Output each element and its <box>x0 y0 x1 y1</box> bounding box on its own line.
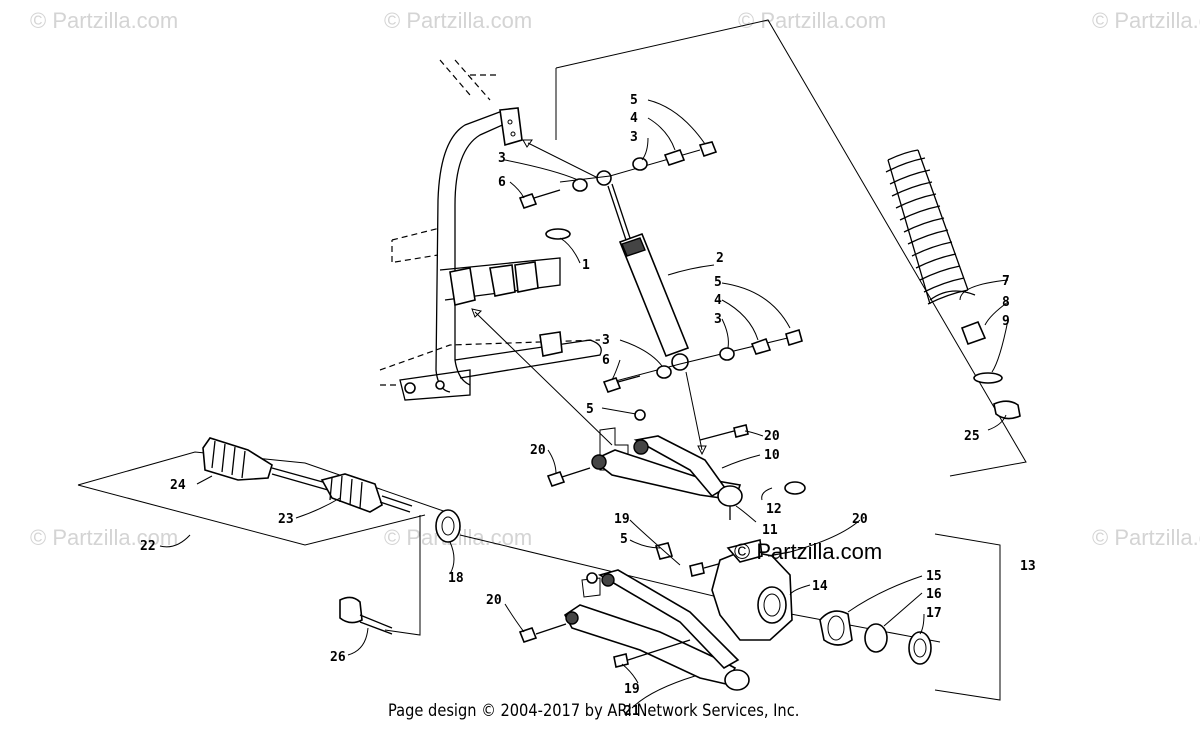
bushing-washer <box>719 347 735 361</box>
callout-3: 3 <box>714 312 722 327</box>
lock-nut <box>698 141 718 158</box>
callout-18: 18 <box>448 571 464 586</box>
callout-5: 5 <box>714 275 722 290</box>
callout-6: 6 <box>498 175 506 190</box>
callout-3: 3 <box>498 151 506 166</box>
spring-collar <box>960 320 987 346</box>
assembly-bracket <box>934 533 1001 701</box>
callout-26: 26 <box>330 650 346 665</box>
callout-4: 4 <box>630 111 638 126</box>
leader-arrow <box>474 311 613 446</box>
steering-knuckle <box>711 539 793 641</box>
watermark: © Partzilla.com <box>1092 525 1200 550</box>
spring-seat <box>993 400 1021 420</box>
lower-a-arm <box>518 542 750 691</box>
callout-5: 5 <box>586 402 594 417</box>
spacer <box>750 337 772 355</box>
spacer <box>663 149 686 166</box>
callout-21: 21 <box>624 704 640 719</box>
callout-20: 20 <box>764 429 780 444</box>
watermark: © Partzilla.com <box>738 8 887 33</box>
callout-14: 14 <box>812 579 828 594</box>
callout-16: 16 <box>926 587 942 602</box>
callout-10: 10 <box>764 448 780 463</box>
upper-a-arm <box>546 409 806 520</box>
callout-24: 24 <box>170 478 186 493</box>
callout-11: 11 <box>762 523 778 538</box>
callout-22: 22 <box>140 539 156 554</box>
callout-labels: 1 2 5 4 3 3 6 5 4 3 3 6 5 20 20 10 12 11… <box>140 93 1036 719</box>
plate-washer <box>545 228 571 240</box>
callout-4: 4 <box>714 293 722 308</box>
callout-5: 5 <box>620 532 628 547</box>
snap-ring <box>864 623 888 653</box>
wheel-bearing <box>819 610 853 646</box>
shock-group-outline <box>555 19 1027 477</box>
pivot-bolt-head <box>339 596 363 624</box>
page-footer: Page design © 2004-2017 by ARI Network S… <box>388 701 800 721</box>
watermark: © Partzilla.com <box>30 525 179 550</box>
snap-ring <box>784 481 806 495</box>
leader-arrow <box>527 142 599 179</box>
callout-3: 3 <box>602 333 610 348</box>
callout-3: 3 <box>630 130 638 145</box>
callout-9: 9 <box>1002 314 1010 329</box>
frame-section <box>379 59 602 401</box>
callout-20: 20 <box>486 593 502 608</box>
center-watermark: © Partzilla.com <box>734 539 883 564</box>
lock-nut <box>785 328 803 347</box>
callout-5: 5 <box>630 93 638 108</box>
callout-20: 20 <box>530 443 546 458</box>
callout-13: 13 <box>1020 559 1036 574</box>
callout-7: 7 <box>1002 274 1010 289</box>
drive-axle <box>77 437 456 546</box>
callout-6: 6 <box>602 353 610 368</box>
callout-19: 19 <box>614 512 630 527</box>
callout-2: 2 <box>716 251 724 266</box>
callout-20: 20 <box>852 512 868 527</box>
watermark: © Partzilla.com <box>384 8 533 33</box>
watermark: © Partzilla.com <box>30 8 179 33</box>
callout-15: 15 <box>926 569 942 584</box>
shock-absorber <box>596 170 690 371</box>
seal <box>908 631 932 665</box>
bushing-washer <box>656 365 672 379</box>
watermark: © Partzilla.com <box>1092 8 1200 33</box>
coil-spring <box>885 149 976 305</box>
bolt-head <box>602 377 622 393</box>
bushing-washer <box>632 157 648 171</box>
callout-19: 19 <box>624 682 640 697</box>
callout-23: 23 <box>278 512 294 527</box>
callout-17: 17 <box>926 606 942 621</box>
callout-12: 12 <box>766 502 782 517</box>
callout-25: 25 <box>964 429 980 444</box>
spring-washer <box>973 372 1003 384</box>
bolt-shank <box>533 189 561 199</box>
leader-lines <box>159 99 1009 709</box>
seal <box>435 509 461 543</box>
callout-8: 8 <box>1002 295 1010 310</box>
callout-1: 1 <box>582 258 590 273</box>
bushing-washer <box>572 178 588 192</box>
